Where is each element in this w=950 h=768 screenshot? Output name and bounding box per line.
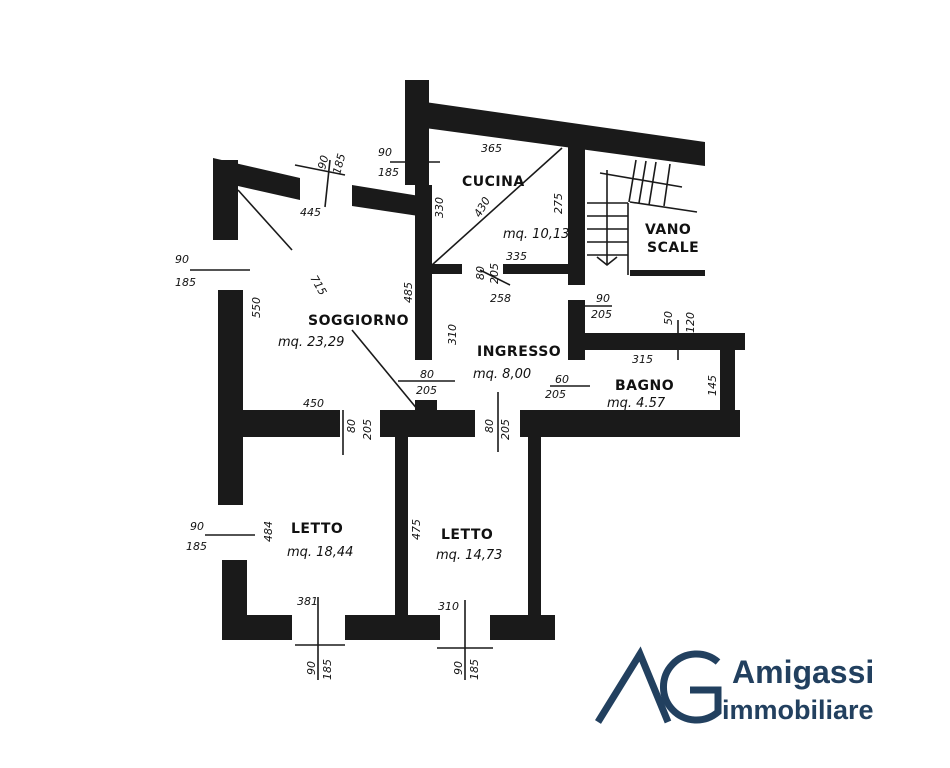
dimension-lines [190, 147, 679, 680]
dimension-letto2-door-w: 80 [483, 419, 496, 433]
dimension-letto1-bwin-w: 90 [305, 661, 318, 675]
dimension-sogg-door-w: 80 [420, 368, 434, 381]
dimension-ingresso-310: 310 [446, 324, 459, 345]
dimension-cucina-win-w: 90 [378, 146, 392, 159]
dimension-letto1-bwin-h: 185 [321, 659, 334, 680]
stairwell-label: SCALE [647, 240, 699, 256]
room-name-ingresso: INGRESSO [477, 344, 561, 360]
dimension-letto1-door-w: 80 [345, 419, 358, 433]
dimension-bagno-door-h: 205 [545, 388, 566, 401]
dimension-letto1-win-w: 90 [190, 520, 204, 533]
logo-monogram [595, 646, 722, 724]
dimension-cucina-wall: 330 [433, 197, 446, 218]
dimension-cucina-door-h: 205 [488, 263, 501, 284]
dimension-sogg-depth: 550 [250, 297, 263, 318]
room-area-cucina: mq. 10,13 [503, 227, 569, 242]
dimension-letto1-width: 381 [297, 595, 318, 608]
room-area-soggiorno: mq. 23,29 [278, 335, 344, 350]
stairwell-label: VANO [645, 222, 691, 238]
dimension-sogg-width-bottom: 450 [303, 397, 324, 410]
room-name-letto-1: LETTO [291, 521, 343, 537]
dimension-cucina-width: 365 [481, 142, 502, 155]
dimension-stair-door-h: 205 [591, 308, 612, 321]
room-name-letto-2: LETTO [441, 527, 493, 543]
dimension-cucina-bottom: 335 [506, 250, 527, 263]
dimension-stair-door-w: 90 [596, 292, 610, 305]
room-name-cucina: CUCINA [462, 174, 525, 190]
dimension-letto2-door-h: 205 [499, 419, 512, 440]
agency-logo: Amigassi immobiliare [595, 646, 874, 725]
room-name-bagno: BAGNO [615, 378, 674, 394]
dimension-sogg-win-top-h: 185 [330, 152, 348, 176]
dimension-bagno-width: 315 [632, 353, 653, 366]
dimension-letto1-depth: 484 [262, 521, 275, 542]
walls [213, 80, 745, 640]
dimension-letto2-bwin-h: 185 [468, 659, 481, 680]
dimension-cucina-door-w: 80 [474, 266, 487, 280]
stairs [587, 159, 705, 276]
dimension-letto1-win-h: 185 [186, 540, 207, 553]
dimension-sogg-win-top-w: 90 [315, 154, 331, 171]
room-area-ingresso: mq. 8,00 [473, 367, 531, 382]
dimension-bagno-door-w: 60 [555, 373, 569, 386]
dimension-letto2-bwin-w: 90 [452, 661, 465, 675]
dimension-bagno-win-h: 120 [684, 312, 697, 333]
dimension-sogg-win-left-w: 90 [175, 253, 189, 266]
dimension-letto2-width: 310 [438, 600, 459, 613]
dimension-bagno-win-w: 50 [662, 311, 675, 325]
room-area-bagno: mq. 4.57 [607, 396, 666, 411]
dimension-letto1-door-h: 205 [361, 419, 374, 440]
room-area-letto-1: mq. 18,44 [287, 545, 353, 560]
dimension-cucina-diag: 430 [471, 195, 493, 220]
dimension-sogg-width-top: 445 [300, 206, 321, 219]
logo-name: Amigassi [732, 654, 874, 690]
room-area-letto-2: mq. 14,73 [436, 548, 502, 563]
dimension-ingresso-258: 258 [490, 292, 511, 305]
room-name-soggiorno: SOGGIORNO [308, 313, 409, 329]
dimension-cucina-depth: 275 [552, 193, 565, 214]
dimension-letto2-depth: 475 [410, 519, 423, 540]
dimension-sogg-door-h: 205 [416, 384, 437, 397]
dimension-sogg-win-left-h: 185 [175, 276, 196, 289]
logo-tagline: immobiliare [722, 695, 874, 725]
dimension-sogg-wall-485: 485 [402, 282, 415, 303]
dimension-cucina-win-h: 185 [378, 166, 399, 179]
dimension-sogg-diag: 715 [307, 273, 329, 298]
dimension-bagno-depth: 145 [706, 375, 719, 396]
